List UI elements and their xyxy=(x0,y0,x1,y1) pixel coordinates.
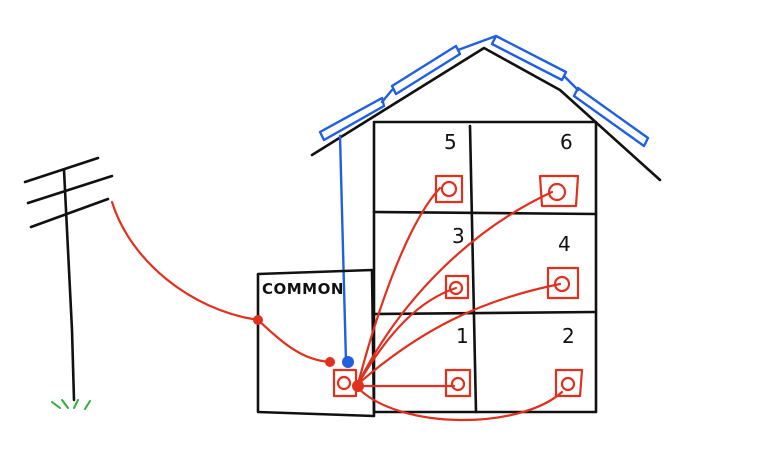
unit-number-6: 6 xyxy=(560,130,573,154)
unit-number-1: 1 xyxy=(456,324,469,348)
meter-unit-1 xyxy=(444,368,472,398)
unit-number-5: 5 xyxy=(444,130,457,154)
meter-unit-2 xyxy=(554,368,584,398)
meter-common xyxy=(332,368,358,398)
meter-unit-6 xyxy=(538,174,580,208)
unit-number-3: 3 xyxy=(452,224,465,248)
solar-panels xyxy=(318,34,650,368)
utility-pole xyxy=(23,156,114,402)
unit-number-4: 4 xyxy=(558,232,571,256)
meters xyxy=(332,174,584,398)
common-box xyxy=(256,268,376,418)
meter-unit-5 xyxy=(434,174,464,204)
grass-icon xyxy=(51,399,91,410)
wiring xyxy=(110,186,564,422)
meter-unit-3 xyxy=(444,274,470,300)
meter-unit-4 xyxy=(546,266,580,300)
unit-number-2: 2 xyxy=(562,324,575,348)
house-roof xyxy=(310,46,662,182)
common-label: COMMON xyxy=(262,280,344,298)
